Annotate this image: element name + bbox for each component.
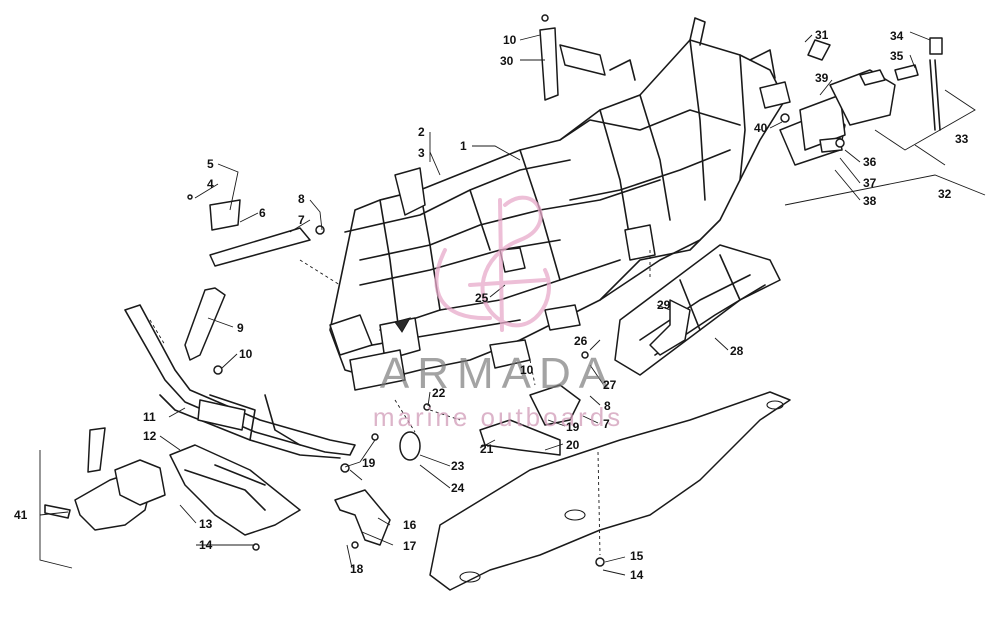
skid-plate-front: [169, 444, 301, 536]
callout-label: 1: [460, 139, 467, 153]
callout-label: 8: [604, 399, 611, 413]
rear-rack: [614, 244, 781, 376]
callout-label: 19: [362, 456, 376, 470]
callout-label: 14: [630, 568, 644, 582]
callout-label: 27: [603, 378, 617, 392]
callout-label: 23: [451, 459, 465, 473]
callout-label: 30: [500, 54, 514, 68]
callout-labels: 1 2 3 4 5 6 7 8 9 10 10 10 11 12 13 14 1…: [14, 28, 969, 582]
callout-label: 5: [207, 157, 214, 171]
leader-lines: [159, 31, 931, 576]
callout-label: 39: [815, 71, 829, 85]
callout-label: 35: [890, 49, 904, 63]
callout-label: 16: [403, 518, 417, 532]
callout-label: 2: [418, 125, 425, 139]
bracket-9: [184, 287, 226, 361]
bracket-30: [539, 27, 606, 101]
bracket-29: [649, 299, 691, 356]
callout-label: 31: [815, 28, 829, 42]
callout-label: 40: [754, 121, 768, 135]
callout-label: 18: [350, 562, 364, 576]
callout-label: 41: [14, 508, 28, 522]
winch-mount: [44, 427, 166, 531]
callout-label: 38: [863, 194, 877, 208]
front-bumper: [124, 304, 356, 459]
callout-label: 25: [475, 291, 489, 305]
callout-label: 4: [207, 177, 214, 191]
callout-label: 22: [432, 386, 446, 400]
callout-label: 26: [574, 334, 588, 348]
callout-label: 24: [451, 481, 465, 495]
callout-label: 9: [237, 321, 244, 335]
callout-label: 7: [603, 417, 610, 431]
callout-label: 15: [630, 549, 644, 563]
callout-label: 7: [298, 213, 305, 227]
bracket-17: [334, 489, 391, 546]
callout-label: 3: [418, 146, 425, 160]
callout-label: 6: [259, 206, 266, 220]
link-arm: [479, 384, 581, 456]
callout-label: 32: [938, 187, 952, 201]
callout-label: 36: [863, 155, 877, 169]
horn-23: [399, 431, 421, 461]
callout-label: 28: [730, 344, 744, 358]
bracket-7-left: [209, 199, 311, 267]
callout-label: 37: [863, 176, 877, 190]
watermark-logo-icon: [434, 195, 551, 332]
callout-label: 33: [955, 132, 969, 146]
hitch-assembly: [779, 37, 943, 166]
watermark-subtitle: marine outboards: [373, 402, 623, 432]
callout-label: 10: [239, 347, 253, 361]
callout-label: 10: [520, 363, 534, 377]
callout-label: 14: [199, 538, 213, 552]
callout-label: 34: [890, 29, 904, 43]
watermark: ARMADA marine outboards: [373, 195, 623, 432]
callout-label: 17: [403, 539, 417, 553]
callout-label: 8: [298, 192, 305, 206]
callout-label: 19: [566, 420, 580, 434]
main-frame: [329, 17, 791, 391]
assembly-brackets: [39, 89, 986, 569]
callout-label: 21: [480, 442, 494, 456]
under-skid-plate: [429, 391, 791, 591]
callout-label: 13: [199, 517, 213, 531]
callout-label: 11: [143, 410, 156, 424]
callout-label: 10: [503, 33, 517, 47]
callout-label: 12: [143, 429, 157, 443]
watermark-title: ARMADA: [380, 349, 616, 398]
callout-label: 29: [657, 298, 671, 312]
callout-label: 20: [566, 438, 580, 452]
